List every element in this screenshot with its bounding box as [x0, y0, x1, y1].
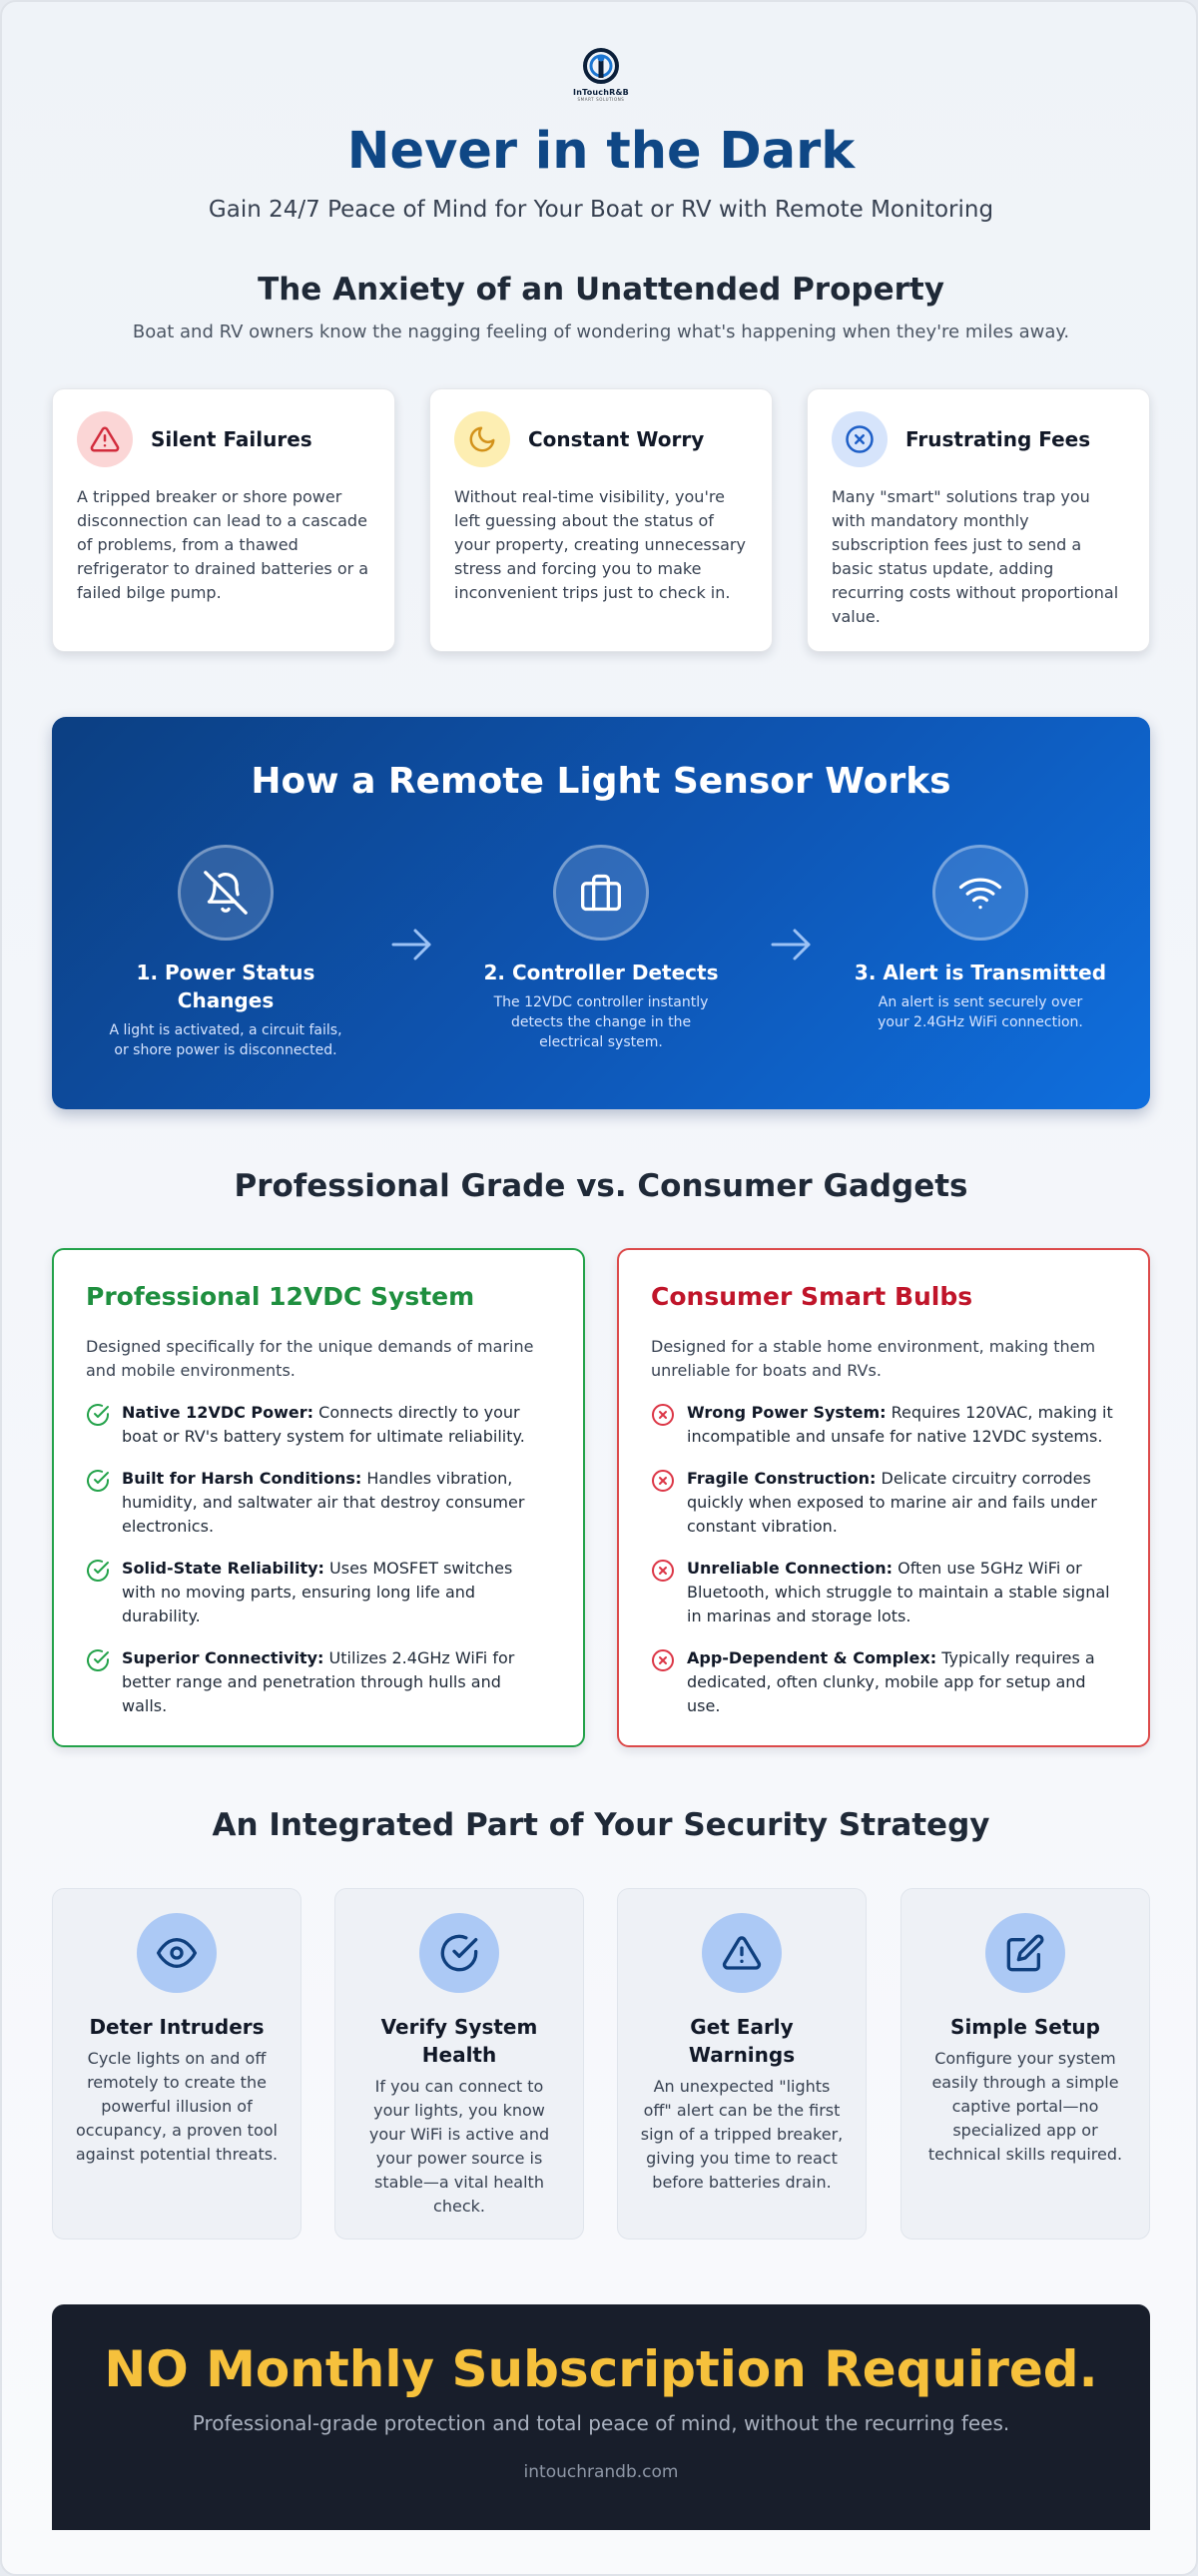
feature-verify-system-health: Verify System Health If you can connect …: [334, 1888, 584, 2240]
check-circle-icon: [87, 1470, 109, 1493]
briefcase-icon: [553, 845, 649, 941]
feature-title: Deter Intruders: [89, 2015, 265, 2039]
problem-card-title: Constant Worry: [528, 427, 705, 451]
compare-item-label: Native 12VDC Power:: [122, 1403, 314, 1422]
eye-icon: [137, 1913, 217, 1993]
compare-card-title: Consumer Smart Bulbs: [651, 1282, 973, 1311]
cta-subtitle: Professional-grade protection and total …: [192, 2411, 1010, 2435]
compare-item-label: Built for Harsh Conditions:: [122, 1469, 362, 1488]
compare-card-professional: Professional 12VDC System Designed speci…: [52, 1248, 585, 1747]
feature-simple-setup: Simple Setup Configure your system easil…: [900, 1888, 1150, 2240]
x-circle-icon: [832, 411, 888, 467]
problem-card-constant-worry: Constant Worry Without real-time visibil…: [429, 388, 773, 652]
step-body: The 12VDC controller instantly detects t…: [493, 994, 709, 1050]
step-body: A light is activated, a circuit fails, o…: [109, 1022, 342, 1058]
hero-title: Never in the Dark: [346, 122, 856, 181]
compare-item-text: Connects directly to your boat or RV's b…: [122, 1403, 525, 1446]
feature-body: Cycle lights on and off remotely to crea…: [75, 2049, 279, 2164]
compare-item-text: Utilizes 2.4GHz WiFi for better range an…: [122, 1648, 515, 1715]
problem-title: The Anxiety of an Unattended Property: [258, 272, 944, 308]
brand-tagline: SMART SOLUTIONS: [577, 97, 625, 102]
compare-item-text: Handles vibration, humidity, and saltwat…: [122, 1469, 525, 1536]
feature-early-warnings: Get Early Warnings An unexpected "lights…: [617, 1888, 867, 2240]
cta-title: NO Monthly Subscription Required.: [104, 2340, 1098, 2398]
edit-icon: [985, 1913, 1065, 1993]
check-circle-icon: [87, 1649, 109, 1672]
problem-cards: Silent Failures A tripped breaker or sho…: [52, 388, 1150, 652]
website-link[interactable]: intouchrandb.com: [523, 2462, 679, 2482]
check-circle-icon: [87, 1560, 109, 1583]
x-circle-icon: [652, 1649, 674, 1671]
step-title: 3. Alert is Transmitted: [854, 961, 1107, 984]
arrow-right-icon: [391, 929, 431, 961]
compare-card-intro: Designed specifically for the unique dem…: [86, 1337, 534, 1380]
warning-triangle-icon: [77, 411, 133, 467]
arrow-right-icon: [771, 929, 811, 961]
problem-card-frustrating-fees: Frustrating Fees Many "smart" solutions …: [807, 388, 1150, 652]
feature-body: If you can connect to your lights, you k…: [368, 2077, 550, 2216]
brand-logo: InTouchR&B SMART SOLUTIONS: [566, 48, 636, 110]
compare-item-label: Wrong Power System:: [687, 1403, 887, 1422]
step-title: 2. Controller Detects: [483, 961, 719, 984]
step-power-status: 1. Power Status Changes A light is activ…: [96, 845, 355, 1060]
compare-item: Superior Connectivity: Utilizes 2.4GHz W…: [86, 1646, 551, 1718]
compare-item-text: Delicate circuitry corrodes quickly when…: [687, 1469, 1097, 1536]
compare-item: Wrong Power System: Requires 120VAC, mak…: [651, 1401, 1116, 1449]
compare-item: Native 12VDC Power: Connects directly to…: [86, 1401, 551, 1449]
compare-card-intro: Designed for a stable home environment, …: [651, 1337, 1096, 1380]
alert-triangle-icon: [702, 1913, 782, 1993]
step-controller-detects: 2. Controller Detects The 12VDC controll…: [471, 845, 731, 1052]
how-title: How a Remote Light Sensor Works: [251, 761, 951, 802]
compare-item-label: App-Dependent & Complex:: [687, 1648, 937, 1667]
x-circle-icon: [652, 1560, 674, 1582]
check-circle-icon: [87, 1404, 109, 1427]
compare-card-consumer: Consumer Smart Bulbs Designed for a stab…: [617, 1248, 1150, 1747]
check-circle-icon: [419, 1913, 499, 1993]
step-body: An alert is sent securely over your 2.4G…: [878, 994, 1083, 1030]
compare-item-text: Requires 120VAC, making it incompatible …: [687, 1403, 1113, 1446]
step-title: 1. Power Status Changes: [136, 961, 315, 1012]
moon-icon: [454, 411, 510, 467]
compare-item: Built for Harsh Conditions: Handles vibr…: [86, 1467, 551, 1539]
bell-off-icon: [178, 845, 274, 941]
problem-card-body: A tripped breaker or shore power disconn…: [77, 487, 369, 602]
problem-card-title: Silent Failures: [151, 427, 312, 451]
logo-mark-icon: [583, 48, 619, 84]
how-it-works-panel: How a Remote Light Sensor Works 1. Power…: [52, 717, 1150, 1109]
feature-title: Get Early Warnings: [688, 2015, 796, 2067]
security-title: An Integrated Part of Your Security Stra…: [212, 1807, 990, 1843]
problem-card-silent-failures: Silent Failures A tripped breaker or sho…: [52, 388, 395, 652]
feature-body: An unexpected "lights off" alert can be …: [640, 2077, 844, 2192]
feature-title: Verify System Health: [380, 2015, 538, 2067]
feature-body: Configure your system easily through a s…: [927, 2049, 1123, 2164]
x-circle-icon: [652, 1470, 674, 1492]
compare-item: App-Dependent & Complex: Typically requi…: [651, 1646, 1116, 1718]
compare-item-text: Typically requires a dedicated, often cl…: [687, 1648, 1095, 1715]
feature-deter-intruders: Deter Intruders Cycle lights on and off …: [52, 1888, 301, 2240]
feature-title: Simple Setup: [950, 2015, 1100, 2039]
wifi-icon: [932, 845, 1028, 941]
x-circle-icon: [652, 1404, 674, 1426]
compare-item-label: Superior Connectivity:: [122, 1648, 324, 1667]
compare-item-label: Solid-State Reliability:: [122, 1559, 324, 1578]
compare-item-text: Uses MOSFET switches with no moving part…: [122, 1559, 513, 1625]
compare-item: Solid-State Reliability: Uses MOSFET swi…: [86, 1557, 551, 1628]
compare-item: Fragile Construction: Delicate circuitry…: [651, 1467, 1116, 1539]
brand-name: InTouchR&B: [573, 88, 629, 97]
problem-card-title: Frustrating Fees: [905, 427, 1091, 451]
step-alert-transmitted: 3. Alert is Transmitted An alert is sent…: [851, 845, 1110, 1032]
compare-card-title: Professional 12VDC System: [86, 1282, 475, 1311]
compare-item-label: Unreliable Connection:: [687, 1559, 894, 1578]
problem-card-body: Many "smart" solutions trap you with man…: [832, 487, 1119, 626]
problem-subtitle: Boat and RV owners know the nagging feel…: [132, 322, 1070, 342]
problem-card-body: Without real-time visibility, you're lef…: [454, 487, 746, 602]
compare-title: Professional Grade vs. Consumer Gadgets: [234, 1168, 968, 1204]
compare-item-label: Fragile Construction:: [687, 1469, 877, 1488]
cta-banner: NO Monthly Subscription Required. Profes…: [52, 2304, 1150, 2530]
compare-item-text: Often use 5GHz WiFi or Bluetooth, which …: [687, 1559, 1110, 1625]
compare-item: Unreliable Connection: Often use 5GHz Wi…: [651, 1557, 1116, 1628]
hero-subtitle: Gain 24/7 Peace of Mind for Your Boat or…: [208, 197, 994, 223]
